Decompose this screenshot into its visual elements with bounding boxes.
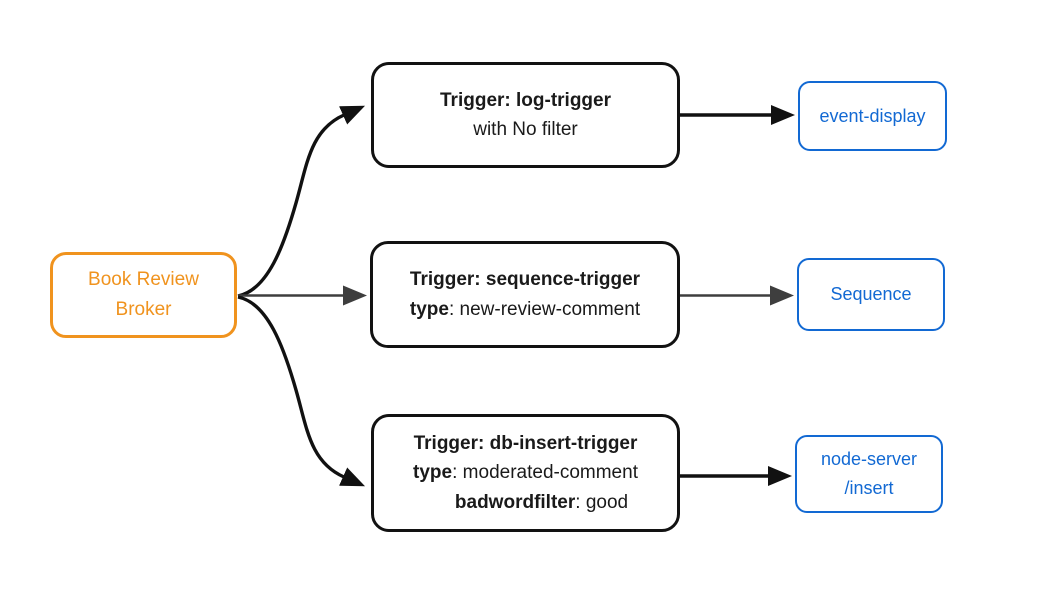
trigger-log-node: Trigger: log-trigger with No filter xyxy=(371,62,680,168)
edge-broker-to-db-insert-trigger xyxy=(237,295,366,487)
trigger-db-insert-attr-type: type: moderated-comment xyxy=(413,462,638,484)
sink-node-server-node: node-server /insert xyxy=(795,435,943,513)
trigger-db-insert-node: Trigger: db-insert-trigger type: moderat… xyxy=(371,414,680,532)
sink-node-server-label-line1: node-server xyxy=(820,449,918,469)
sink-node-server-label-line2: /insert xyxy=(844,478,894,498)
broker-node: Book Review Broker xyxy=(50,252,237,338)
sink-sequence-node: Sequence xyxy=(797,258,945,331)
trigger-sequence-title: Trigger: sequence-trigger xyxy=(409,269,641,290)
broker-label-line2: Broker xyxy=(115,299,172,320)
trigger-db-insert-attr-badwordfilter: badwordfilter: good xyxy=(454,491,629,513)
trigger-log-title: Trigger: log-trigger xyxy=(440,89,611,111)
broker-label-line1: Book Review xyxy=(88,269,199,290)
sink-event-display-label: event-display xyxy=(819,105,926,126)
trigger-log-filter-note: with No filter xyxy=(473,119,578,140)
edge-broker-to-log-trigger xyxy=(237,105,366,298)
sink-sequence-label: Sequence xyxy=(830,284,912,304)
trigger-sequence-node: Trigger: sequence-trigger type: new-revi… xyxy=(370,241,680,348)
sink-event-display-node: event-display xyxy=(798,81,947,151)
trigger-sequence-attr-type: type: new-review-comment xyxy=(409,298,641,320)
trigger-db-insert-title: Trigger: db-insert-trigger xyxy=(413,432,638,454)
